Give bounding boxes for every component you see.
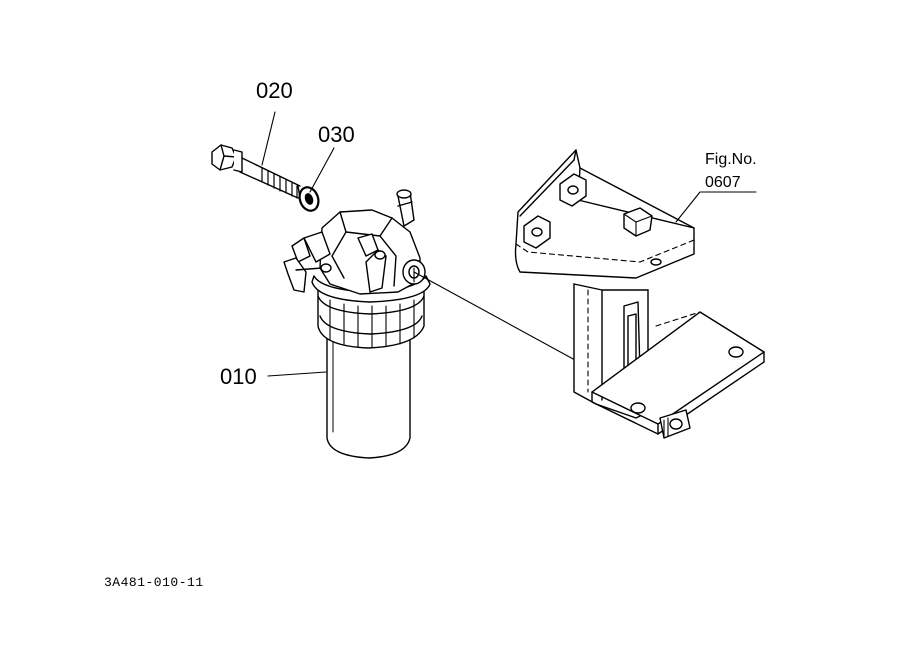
leader-fig	[675, 191, 757, 223]
figure-ref-label: Fig.No.	[705, 151, 757, 168]
bracket-drawing	[514, 149, 765, 439]
callout-010: 010	[220, 364, 257, 389]
callout-020: 020	[256, 78, 293, 103]
washer-drawing	[298, 186, 320, 212]
bolt-drawing	[211, 144, 301, 199]
filter-drawing	[283, 189, 431, 459]
leader-010	[267, 371, 327, 377]
document-number: 3A481-010-11	[104, 575, 204, 590]
leader-020	[261, 111, 276, 166]
leader-030	[309, 147, 335, 193]
leader-lines	[261, 111, 757, 377]
figure-ref-number: 0607	[705, 174, 741, 191]
callout-030: 030	[318, 122, 355, 147]
assembly-guide-lines	[413, 267, 576, 361]
